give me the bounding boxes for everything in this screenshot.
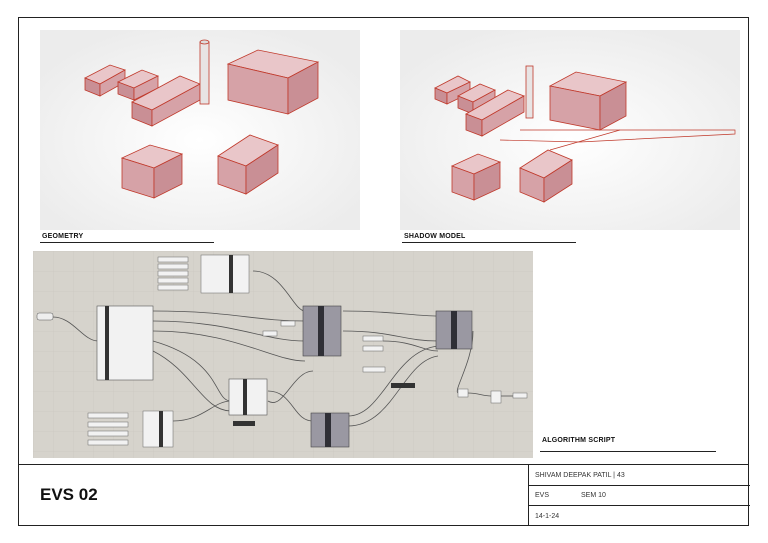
- semester: SEM 10: [581, 492, 606, 499]
- title-block-info: SHIVAM DEEPAK PATIL | 43 EVS SEM 10 14-1…: [528, 465, 750, 526]
- shadow-model-render: [400, 30, 740, 230]
- sheet-frame: [18, 17, 749, 526]
- author-row: SHIVAM DEEPAK PATIL | 43: [529, 465, 750, 486]
- shadow-model-caption: SHADOW MODEL: [404, 233, 466, 240]
- date-row: 14-1-24: [529, 506, 750, 526]
- geometry-caption-rule: [40, 242, 214, 243]
- subject: EVS: [535, 492, 550, 499]
- date: 14-1-24: [535, 512, 560, 520]
- shadow-caption-rule: [402, 242, 576, 243]
- algorithm-script-caption: ALGORITHM SCRIPT: [542, 437, 616, 444]
- script-caption-rule: [540, 451, 716, 452]
- sheet-title: EVS 02: [40, 485, 98, 504]
- subject-row: EVS SEM 10: [529, 486, 750, 506]
- title-block: EVS 02 SHIVAM DEEPAK PATIL | 43 EVS SEM …: [18, 464, 750, 526]
- grasshopper-canvas: [33, 251, 533, 458]
- author-name: SHIVAM DEEPAK PATIL | 43: [535, 471, 625, 479]
- geometry-caption: GEOMETRY: [42, 233, 84, 240]
- geometry-render: [40, 30, 360, 230]
- node-graph: [33, 251, 533, 458]
